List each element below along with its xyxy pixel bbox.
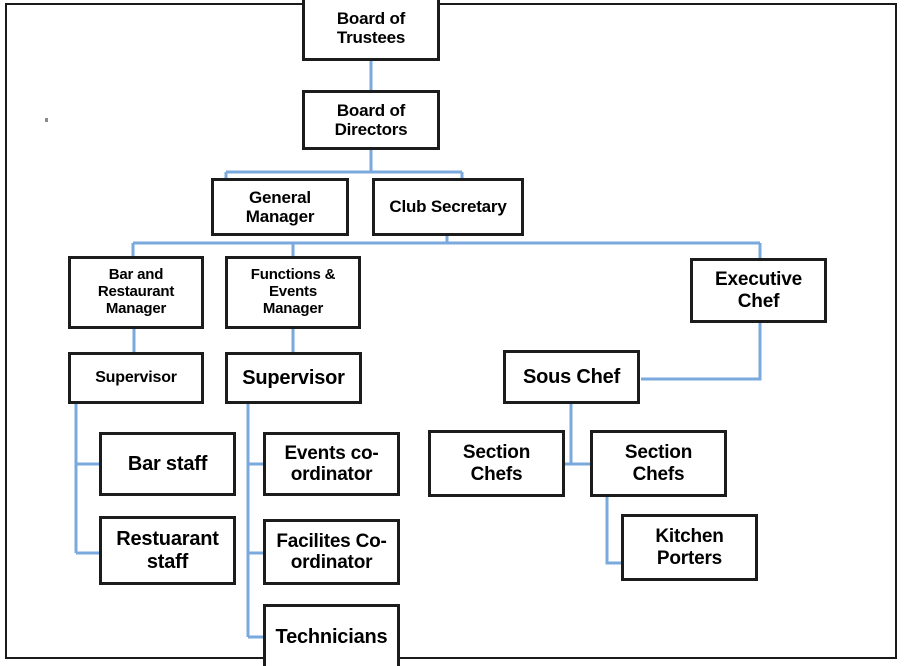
- node-section-chefs-right[interactable]: Section Chefs: [590, 430, 727, 497]
- node-label-line: Manager: [262, 299, 324, 317]
- node-kitchen-porters[interactable]: Kitchen Porters: [621, 514, 758, 581]
- node-label-line: Board of: [336, 8, 406, 28]
- node-board-of-trustees[interactable]: Board of Trustees: [302, 0, 440, 61]
- node-label-line: Restaurant: [97, 283, 175, 301]
- node-label-line: staff: [146, 550, 189, 573]
- node-functions-events-manager[interactable]: Functions & Events Manager: [225, 256, 361, 329]
- node-label-line: Kitchen: [655, 526, 724, 548]
- node-general-manager[interactable]: General Manager: [211, 178, 349, 236]
- node-label-line: Chefs: [632, 463, 685, 485]
- node-label-line: Section: [462, 442, 531, 464]
- node-label-line: Manager: [105, 299, 167, 317]
- node-label-line: Directors: [334, 120, 408, 139]
- node-label-line: Supervisor: [242, 366, 345, 389]
- node-restuarant-staff[interactable]: Restuarant staff: [99, 516, 236, 585]
- node-label-line: Supervisor: [95, 369, 177, 387]
- node-label-line: Sous Chef: [522, 365, 621, 388]
- node-label-line: Events co-: [284, 442, 379, 464]
- node-label-line: Club Secretary: [389, 197, 507, 217]
- node-executive-chef[interactable]: Executive Chef: [690, 258, 827, 323]
- stray-mark: [45, 118, 48, 122]
- node-label-line: Facilites Co-: [276, 530, 387, 552]
- node-label-line: ordinator: [290, 464, 373, 485]
- node-label-line: Bar and: [108, 266, 164, 284]
- node-label-line: Trustees: [336, 28, 406, 47]
- node-label-line: Technicians: [275, 625, 388, 648]
- node-label-line: Porters: [656, 547, 723, 569]
- node-label-line: Executive: [715, 269, 802, 291]
- node-events-coordinator[interactable]: Events co- ordinator: [263, 432, 400, 496]
- node-club-secretary[interactable]: Club Secretary: [372, 178, 524, 236]
- node-label-line: Chefs: [470, 463, 523, 485]
- node-label-line: Events: [269, 283, 317, 301]
- node-label-line: Bar staff: [127, 452, 208, 475]
- node-supervisor-bar[interactable]: Supervisor: [68, 352, 204, 404]
- node-facilites-coordinator[interactable]: Facilites Co- ordinator: [263, 519, 400, 585]
- node-sous-chef[interactable]: Sous Chef: [503, 350, 640, 404]
- node-label-line: Section: [624, 442, 693, 464]
- node-label-line: Board of: [336, 100, 406, 120]
- node-section-chefs-left[interactable]: Section Chefs: [428, 430, 565, 497]
- node-bar-staff[interactable]: Bar staff: [99, 432, 236, 496]
- node-bar-restaurant-manager[interactable]: Bar and Restaurant Manager: [68, 256, 204, 329]
- node-label-line: Restuarant: [116, 528, 219, 551]
- node-technicians[interactable]: Technicians: [263, 604, 400, 666]
- node-label-line: Functions &: [250, 266, 336, 284]
- node-label-line: ordinator: [290, 552, 373, 573]
- node-label-line: General: [249, 187, 311, 207]
- node-supervisor-events[interactable]: Supervisor: [225, 352, 362, 404]
- node-label-line: Manager: [245, 207, 315, 226]
- node-board-of-directors[interactable]: Board of Directors: [302, 90, 440, 150]
- node-label-line: Chef: [737, 290, 780, 312]
